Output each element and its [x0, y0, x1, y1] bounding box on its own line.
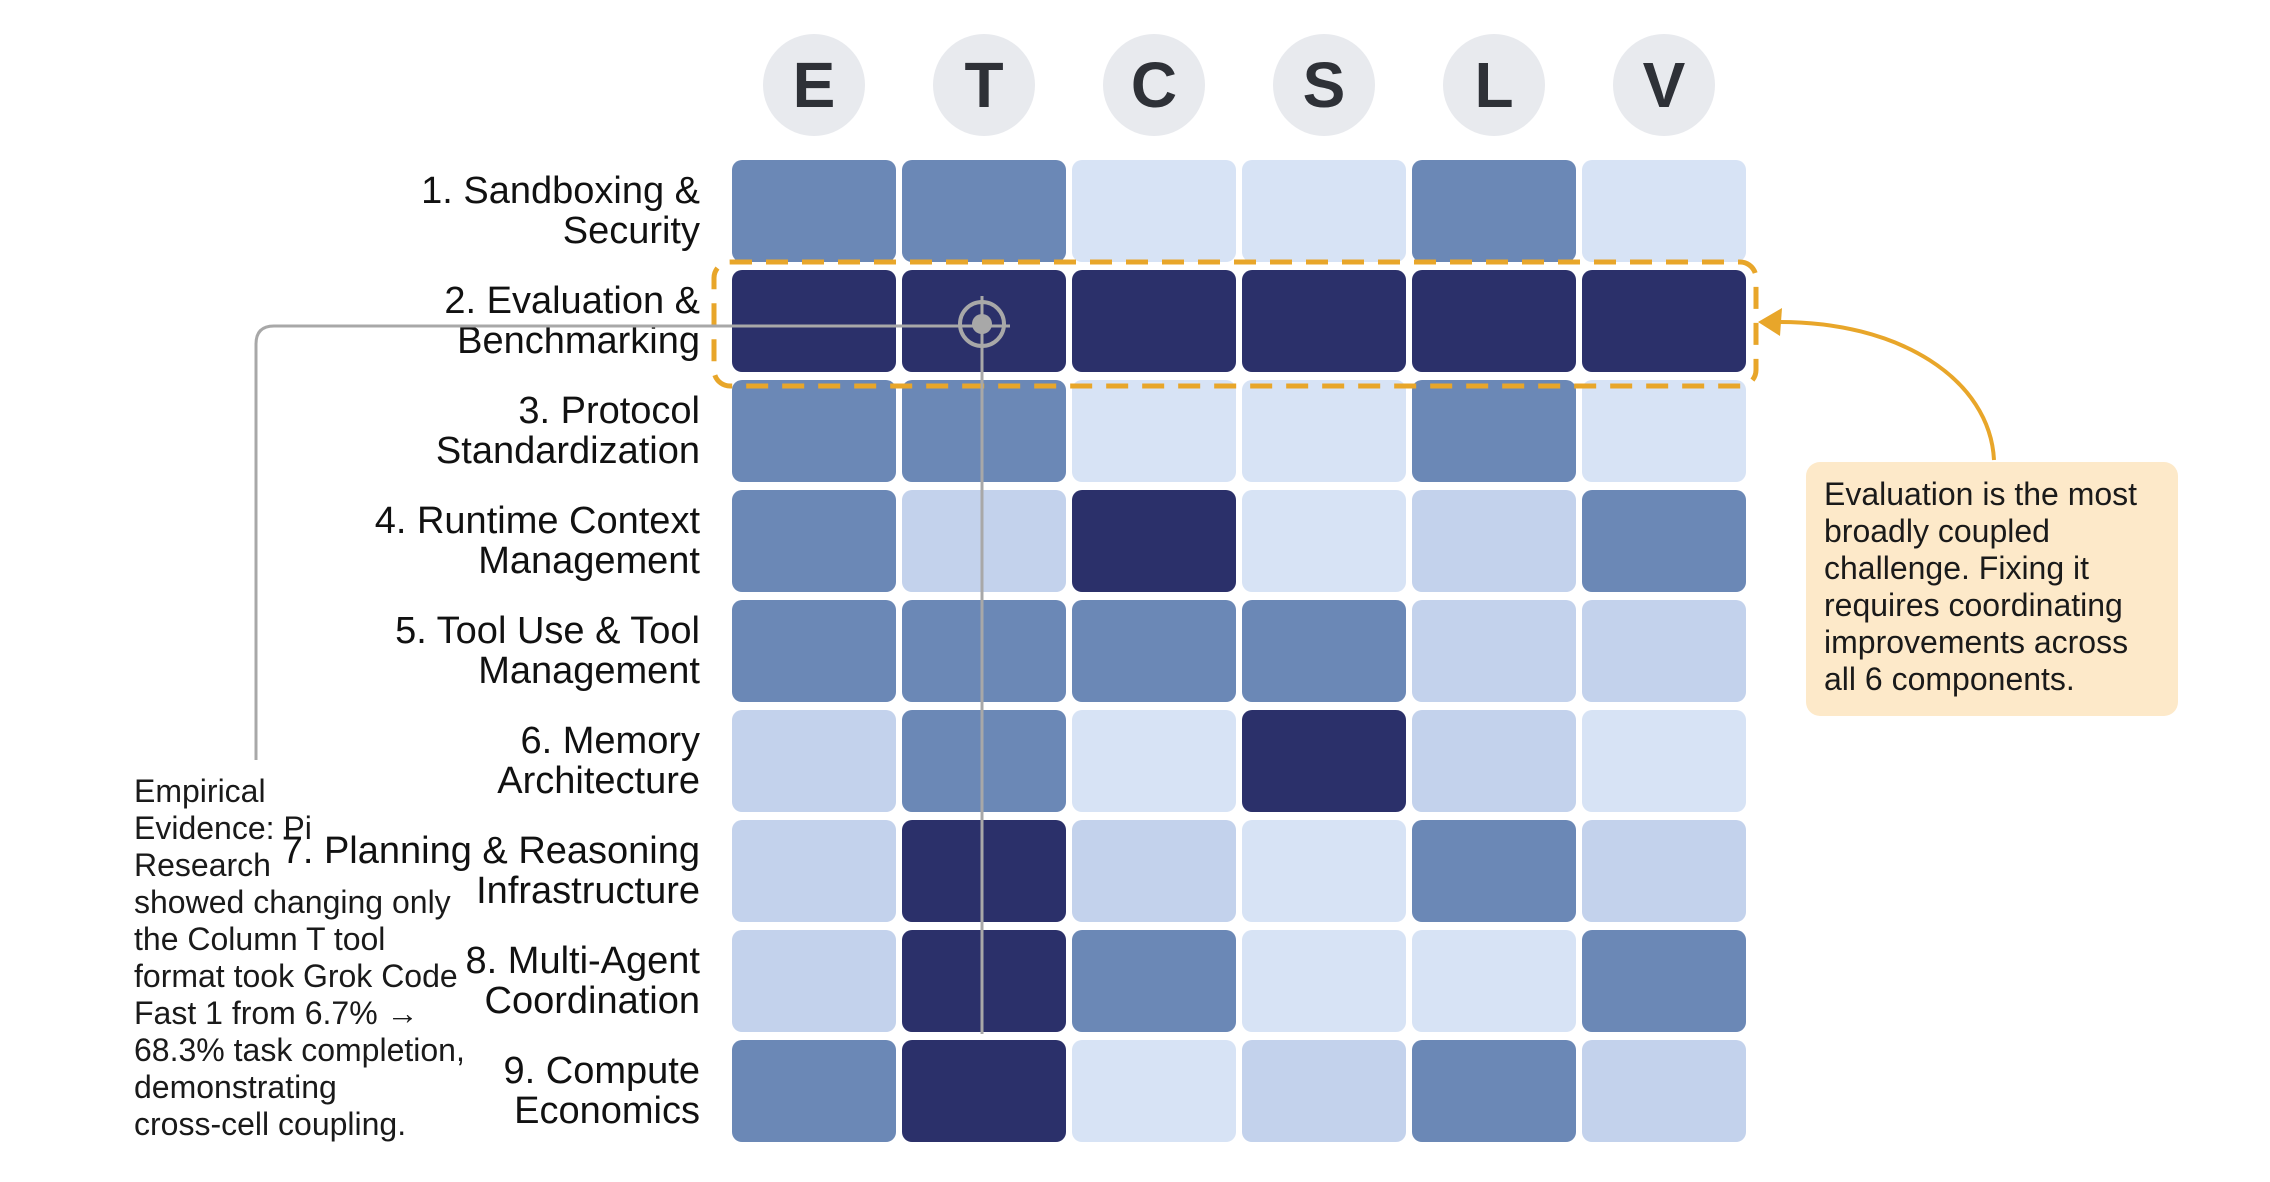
matrix-cell-r2-t: [902, 270, 1066, 372]
matrix-cell-r7-s: [1242, 820, 1406, 922]
matrix-cell-r9-t: [902, 1040, 1066, 1142]
matrix-cell-r6-c: [1072, 710, 1236, 812]
row-label-5: 5. Tool Use & Tool Management: [395, 610, 700, 692]
matrix-cell-r5-s: [1242, 600, 1406, 702]
callout-arrow-line: [1773, 319, 1996, 461]
matrix-cell-r6-e: [732, 710, 896, 812]
matrix-cell-r7-l: [1412, 820, 1576, 922]
matrix-cell-r5-l: [1412, 600, 1576, 702]
matrix-cell-r1-c: [1072, 160, 1236, 262]
matrix-cell-r4-v: [1582, 490, 1746, 592]
row-label-3: 3. Protocol Standardization: [435, 390, 700, 472]
matrix-cell-r6-s: [1242, 710, 1406, 812]
matrix-cell-r5-v: [1582, 600, 1746, 702]
row-label-4: 4. Runtime Context Management: [374, 500, 700, 582]
matrix-cell-r3-t: [902, 380, 1066, 482]
matrix-cell-r9-e: [732, 1040, 896, 1142]
matrix-cell-r2-c: [1072, 270, 1236, 372]
empirical-evidence-note: Empirical Evidence: Pi Research showed c…: [134, 773, 465, 1142]
matrix-cell-r8-t: [902, 930, 1066, 1032]
matrix-cell-r1-v: [1582, 160, 1746, 262]
row-label-8: 8. Multi-Agent Coordination: [465, 940, 700, 1022]
matrix-cell-r4-l: [1412, 490, 1576, 592]
matrix-cell-r9-v: [1582, 1040, 1746, 1142]
matrix-cell-r5-e: [732, 600, 896, 702]
matrix-cell-r1-t: [902, 160, 1066, 262]
matrix-cell-r4-e: [732, 490, 896, 592]
matrix-cell-r6-l: [1412, 710, 1576, 812]
matrix-cell-r2-v: [1582, 270, 1746, 372]
matrix-cell-r2-s: [1242, 270, 1406, 372]
matrix-cell-r7-c: [1072, 820, 1236, 922]
matrix-cell-r2-e: [732, 270, 896, 372]
matrix-cell-r3-c: [1072, 380, 1236, 482]
matrix-cell-r1-e: [732, 160, 896, 262]
column-header-t: T: [933, 34, 1035, 136]
matrix-cell-r3-s: [1242, 380, 1406, 482]
matrix-cell-r7-e: [732, 820, 896, 922]
evaluation-callout: Evaluation is the most broadly coupled c…: [1806, 462, 2178, 716]
matrix-cell-r8-c: [1072, 930, 1236, 1032]
matrix-cell-r7-t: [902, 820, 1066, 922]
column-header-v: V: [1613, 34, 1715, 136]
matrix-cell-r6-v: [1582, 710, 1746, 812]
matrix-cell-r3-l: [1412, 380, 1576, 482]
column-header-c: C: [1103, 34, 1205, 136]
matrix-cell-r1-l: [1412, 160, 1576, 262]
column-header-l: L: [1443, 34, 1545, 136]
row-label-1: 1. Sandboxing & Security: [421, 170, 700, 252]
matrix-cell-r6-t: [902, 710, 1066, 812]
matrix-cell-r8-l: [1412, 930, 1576, 1032]
matrix-cell-r9-s: [1242, 1040, 1406, 1142]
row-label-7: 7. Planning & Reasoning Infrastructure: [281, 830, 700, 912]
callout-arrow-head: [1758, 308, 1782, 336]
matrix-cell-r5-c: [1072, 600, 1236, 702]
matrix-cell-r2-l: [1412, 270, 1576, 372]
matrix-cell-r7-v: [1582, 820, 1746, 922]
matrix-cell-r8-e: [732, 930, 896, 1032]
matrix-cell-r4-c: [1072, 490, 1236, 592]
matrix-cell-r9-l: [1412, 1040, 1576, 1142]
matrix-cell-r9-c: [1072, 1040, 1236, 1142]
matrix-cell-r8-v: [1582, 930, 1746, 1032]
callout-text: Evaluation is the most broadly coupled c…: [1824, 476, 2138, 697]
matrix-cell-r4-t: [902, 490, 1066, 592]
matrix-cell-r4-s: [1242, 490, 1406, 592]
matrix-cell-r8-s: [1242, 930, 1406, 1032]
row-label-2: 2. Evaluation & Benchmarking: [444, 280, 700, 362]
column-header-e: E: [763, 34, 865, 136]
row-label-9: 9. Compute Economics: [503, 1050, 700, 1132]
matrix-cell-r3-e: [732, 380, 896, 482]
matrix-cell-r3-v: [1582, 380, 1746, 482]
column-header-s: S: [1273, 34, 1375, 136]
matrix-cell-r1-s: [1242, 160, 1406, 262]
matrix-cell-r5-t: [902, 600, 1066, 702]
